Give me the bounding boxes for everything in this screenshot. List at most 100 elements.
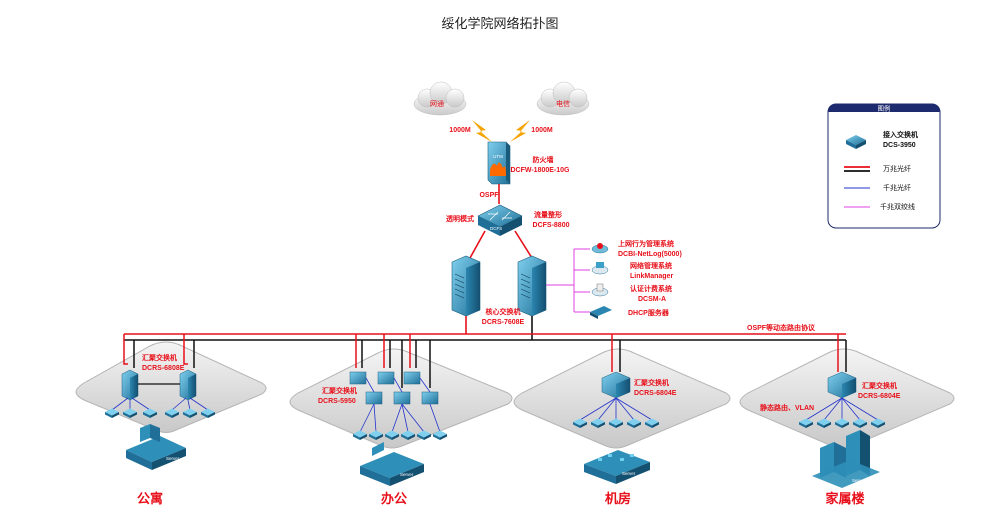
traffic-shaper-device: DCFS — [477, 204, 523, 236]
legend-switch-model: DCS-3950 — [883, 142, 916, 149]
shaper-box-text: DCFS — [490, 226, 502, 231]
legend-gig-fiber-label: 千兆光纤 — [883, 183, 911, 192]
ospf-label: OSPF — [479, 192, 499, 199]
machine-switch-model: DCRS-6804E — [634, 390, 677, 397]
access-switch — [573, 418, 587, 428]
dorm-building: Server — [126, 424, 186, 470]
dorm-agg-switch-1 — [121, 369, 139, 401]
office-building: Server — [360, 442, 424, 486]
access-switch — [417, 430, 431, 440]
shaper-mode: 透明模式 — [446, 214, 474, 223]
shaper-label: 流量整形 — [534, 210, 562, 219]
shaper-model: DCFS-8800 — [533, 222, 570, 229]
legend-access-switch-icon — [846, 135, 866, 149]
area-family: 汇聚交换机 DCRS-6804E 静态路由、VLAN Server 家属楼 — [760, 371, 901, 506]
lightning-right-icon — [510, 120, 530, 142]
core-model: DCRS-7608E — [482, 319, 525, 326]
server-1-label: 网络管理系统 — [630, 261, 672, 270]
office-switch-model: DCRS-5950 — [318, 398, 356, 405]
drop-lines — [123, 334, 847, 388]
office-building-label: Server — [400, 472, 414, 477]
office-agg-switches — [349, 371, 439, 405]
family-switch-model: DCRS-6804E — [858, 393, 901, 400]
fire-icon — [490, 162, 506, 176]
access-switch — [385, 430, 399, 440]
area-machine-room: 汇聚交换机 DCRS-6804E Server 机房 — [573, 371, 677, 506]
legend: 图例 接入交换机 DCS-3950 万兆光纤 千兆光纤 千兆双绞线 — [827, 103, 941, 229]
access-switch — [433, 430, 447, 440]
firewall-model: DCFW-1800E-10G — [511, 167, 571, 174]
dorm-agg-switch-2 — [179, 369, 197, 401]
access-switch — [353, 430, 367, 440]
ospf-note: OSPF等动态路由协议 — [747, 323, 816, 332]
access-switch — [401, 430, 415, 440]
family-agg-switch — [827, 371, 857, 399]
office-access-switches — [353, 430, 447, 440]
server-2-model: DCSM-A — [638, 296, 666, 303]
dorm-switch-model: DCRS-6808E — [142, 365, 185, 372]
machine-switch-label: 汇聚交换机 — [634, 378, 669, 387]
server-0-model: DCBI-NetLog(5000) — [618, 251, 682, 258]
area-dorm: 汇聚交换机 DCRS-6808E Server 公寓 — [105, 353, 215, 506]
server-behavior-icon — [591, 243, 609, 254]
access-switch — [369, 430, 383, 440]
legend-gig-twisted-label: 千兆双绞线 — [880, 202, 915, 211]
server-dhcp-icon — [590, 306, 612, 319]
page-title: 绥化学院网络拓扑图 — [441, 16, 558, 32]
isp-left-label: 网通 — [430, 99, 444, 108]
isp-left-cloud: 网通 — [413, 81, 467, 116]
machine-building: Server — [584, 450, 650, 484]
access-switch — [645, 418, 659, 428]
access-switch — [817, 418, 831, 428]
server-links — [546, 248, 590, 313]
family-access-switches — [799, 418, 885, 428]
office-switch-label: 汇聚交换机 — [322, 386, 357, 395]
server-2-label: 认证计费系统 — [630, 284, 672, 293]
isp-right-label: 电信 — [556, 99, 570, 108]
access-switch — [105, 408, 119, 418]
access-switch — [183, 408, 197, 418]
area-office-name: 办公 — [381, 491, 407, 506]
core-switch-left — [451, 255, 481, 317]
legend-ten-gig-label: 万兆光纤 — [883, 164, 911, 173]
area-plates — [75, 341, 955, 449]
core-switch-right — [517, 255, 547, 317]
access-switch — [201, 408, 215, 418]
family-building: Server — [812, 430, 880, 488]
area-dorm-name: 公寓 — [137, 491, 163, 506]
access-switch — [123, 408, 137, 418]
access-switch — [835, 418, 849, 428]
dorm-access-switches — [105, 408, 215, 418]
access-switch — [143, 408, 157, 418]
firewall-box-text: UTM — [493, 154, 503, 159]
access-switch — [853, 418, 867, 428]
dorm-building-label: Server — [166, 456, 180, 461]
dorm-switch-label: 汇聚交换机 — [142, 353, 177, 362]
server-1-model: LinkManager — [630, 273, 673, 280]
firewall-device: UTM — [487, 141, 511, 185]
backbone-lines — [124, 333, 846, 341]
area-office: 汇聚交换机 DCRS-5950 Server 办公 — [318, 371, 447, 506]
access-switch — [627, 418, 641, 428]
access-switch — [609, 418, 623, 428]
family-switch-label: 汇聚交换机 — [862, 381, 897, 390]
family-note: 静态路由、VLAN — [760, 403, 814, 412]
server-auth-icon — [591, 283, 609, 297]
access-switch — [799, 418, 813, 428]
machine-agg-switch — [601, 371, 631, 399]
access-switch — [871, 418, 885, 428]
access-switch — [165, 408, 179, 418]
isp-right-cloud: 电信 — [536, 81, 590, 116]
family-building-label: Server — [852, 478, 866, 483]
legend-switch-label: 接入交换机 — [883, 130, 918, 139]
legend-title: 图例 — [878, 104, 891, 113]
server-0-label: 上网行为管理系统 — [618, 239, 674, 248]
isp-left-speed: 1000M — [449, 127, 471, 134]
server-netmgr-icon — [591, 262, 609, 275]
area-machine-name: 机房 — [605, 491, 631, 506]
isp-right-speed: 1000M — [531, 127, 553, 134]
firewall-label: 防火墙 — [533, 155, 554, 164]
machine-building-label: Server — [622, 471, 636, 476]
machine-access-switches — [573, 418, 659, 428]
